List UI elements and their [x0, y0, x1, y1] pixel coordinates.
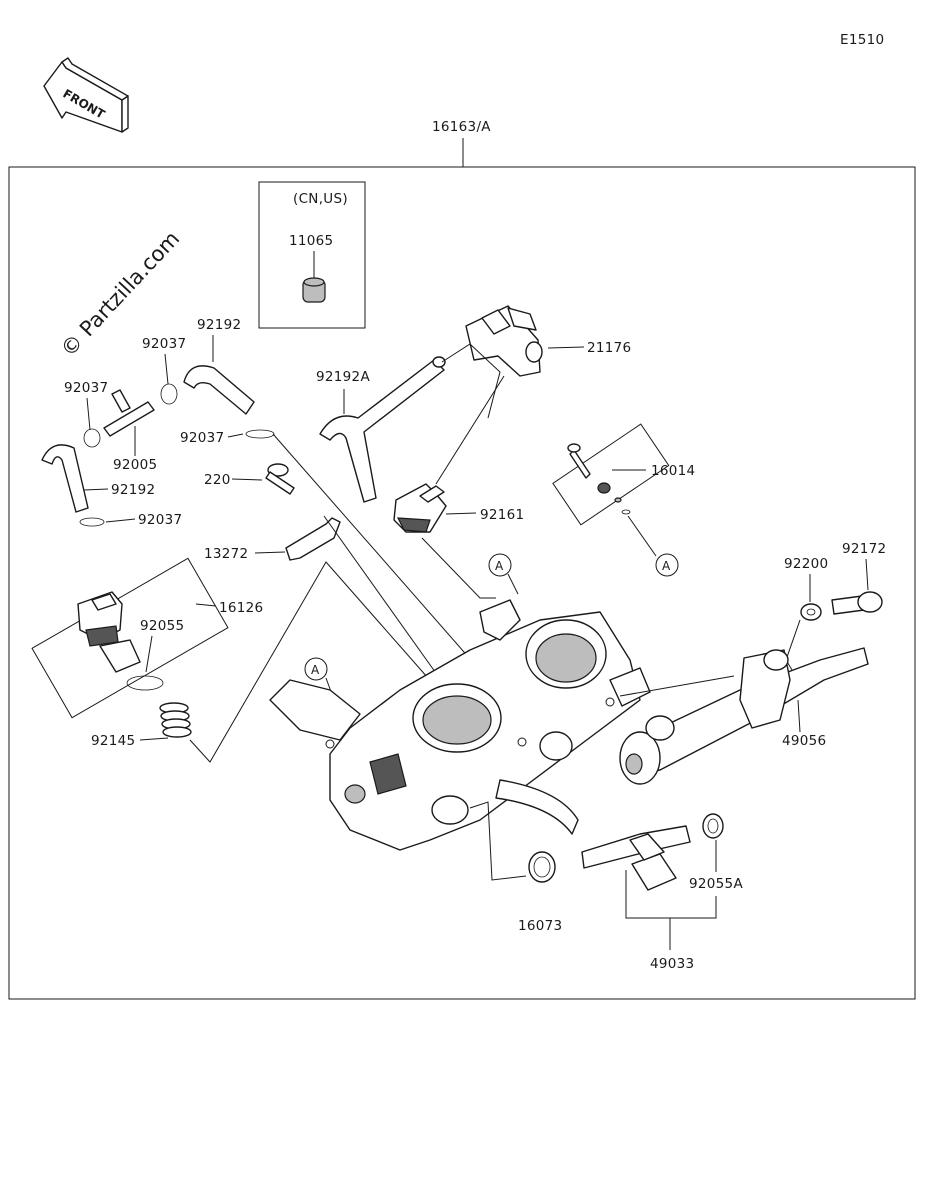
sensor-21176-down	[435, 375, 505, 485]
spring-92145	[159, 702, 192, 738]
injector-49033	[581, 825, 691, 891]
leader-92037-d	[105, 518, 136, 523]
label-16073: 16073	[518, 918, 562, 934]
inset-16126	[31, 557, 229, 719]
leader-92037-a	[164, 353, 169, 385]
label-92055: 92055	[140, 618, 184, 634]
hose-92192-left	[41, 444, 89, 513]
fuel-rail-49056	[619, 647, 869, 785]
clamp-92037-b	[83, 428, 101, 448]
leader-220	[231, 478, 263, 481]
part-92161-link	[421, 537, 496, 599]
diagram-code: E1510	[840, 32, 884, 48]
bracket-49033	[625, 870, 717, 919]
sensor-16126	[77, 591, 141, 673]
front-arrow-icon: FRONT	[43, 57, 129, 133]
leader-16073	[469, 801, 527, 881]
oring-92055a	[702, 813, 724, 839]
label-16163-a: 16163/A	[432, 119, 491, 135]
label-92037-a: 92037	[142, 336, 186, 352]
label-92037-d: 92037	[138, 512, 182, 528]
label-16126: 16126	[219, 600, 263, 616]
leader-92172	[865, 558, 869, 591]
label-92200: 92200	[784, 556, 828, 572]
label-92037-b: 92037	[64, 380, 108, 396]
ref-marker-a-1: A	[655, 553, 679, 577]
leader-16126	[195, 603, 217, 607]
label-92172: 92172	[842, 541, 886, 557]
oring-92055a-inner	[707, 818, 719, 834]
cap-11065	[302, 277, 326, 303]
inset-16014	[552, 423, 670, 526]
leader-49056	[797, 699, 801, 733]
oring-92055	[126, 675, 164, 691]
label-49056: 49056	[782, 733, 826, 749]
washer-92200-hole	[806, 608, 816, 616]
clamp-92037-c	[245, 429, 275, 439]
region-inset-box	[258, 181, 366, 329]
label-11065: 11065	[289, 233, 333, 249]
leader-92161	[445, 512, 477, 515]
bolt-92172	[831, 591, 883, 615]
ref-marker-a-2: A	[488, 553, 512, 577]
label-92145: 92145	[91, 733, 135, 749]
hose-92192-top	[183, 365, 255, 415]
label-92005: 92005	[113, 457, 157, 473]
leader-16014-ref	[627, 515, 657, 557]
label-16014: 16014	[651, 463, 695, 479]
leader-13272	[254, 551, 286, 554]
label-21176: 21176	[587, 340, 631, 356]
hose-92192a-end	[432, 356, 446, 368]
ref-marker-a-3: A	[304, 657, 328, 681]
label-92192-left: 92192	[111, 482, 155, 498]
bracket-13272	[285, 517, 341, 561]
screw-220	[265, 463, 295, 495]
washer-92200	[800, 603, 822, 621]
svg-text:A: A	[495, 559, 504, 573]
hose-92192a	[319, 359, 445, 503]
throttle-body	[269, 599, 651, 851]
clamp-92037-a	[160, 383, 178, 405]
label-92192a: 92192A	[316, 369, 370, 385]
t-joint-92005	[103, 389, 155, 437]
sensor-21176	[465, 305, 543, 377]
region-note: (CN,US)	[293, 191, 348, 207]
leader-92055	[145, 635, 153, 673]
svg-text:A: A	[311, 663, 320, 677]
sensor-21176-link	[441, 343, 501, 419]
label-92037-c: 92037	[180, 430, 224, 446]
label-92192-top: 92192	[197, 317, 241, 333]
clamp-92037-d	[79, 517, 105, 527]
part-92161	[393, 483, 447, 533]
seal-16073-inner	[533, 856, 551, 878]
label-220: 220	[204, 472, 231, 488]
label-92055a: 92055A	[689, 876, 743, 892]
assembly-frame	[8, 166, 916, 1000]
label-92161: 92161	[480, 507, 524, 523]
leader-21176	[547, 346, 585, 349]
label-13272: 13272	[204, 546, 248, 562]
spring-92145-link	[189, 561, 429, 763]
svg-text:A: A	[662, 559, 671, 573]
fuel-rail-link	[619, 675, 735, 697]
label-49033: 49033	[650, 956, 694, 972]
parts-16014	[567, 443, 631, 515]
leader-92192-left	[83, 488, 109, 491]
leader-92037-b	[86, 397, 91, 431]
routing-line-b	[323, 515, 439, 677]
seal-16073	[528, 851, 556, 883]
routing-line-a	[272, 433, 479, 669]
leader-92037-c	[227, 433, 244, 438]
leader-92145	[139, 737, 169, 741]
ref-marker-a-2-leader	[507, 573, 519, 595]
